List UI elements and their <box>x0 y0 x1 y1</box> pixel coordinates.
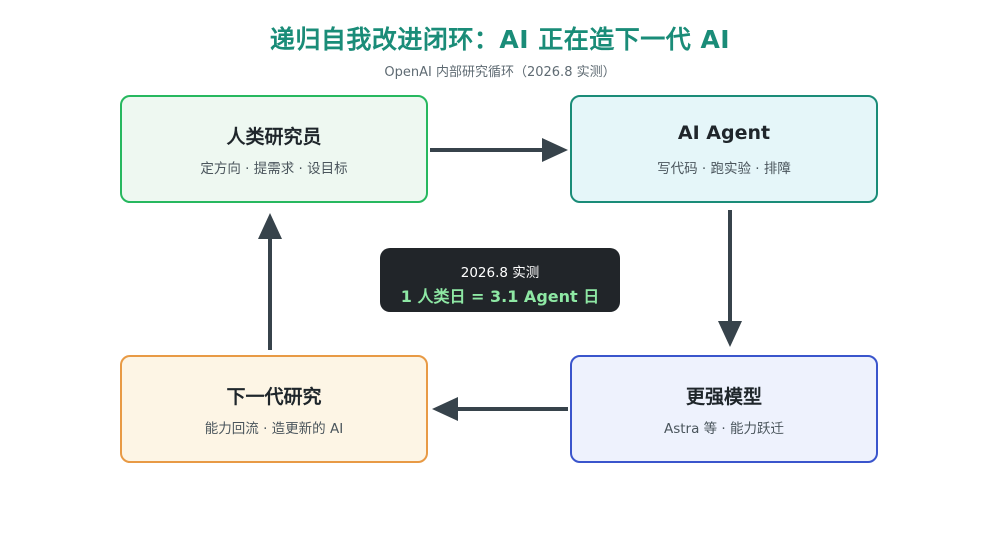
arrow-model-to-next <box>432 397 568 421</box>
node-next-gen-research: 下一代研究 能力回流 · 造更新的 AI <box>120 355 428 463</box>
node-stronger-model: 更强模型 Astra 等 · 能力跃迁 <box>570 355 878 463</box>
diagram-subtitle: OpenAI 内部研究循环（2026.8 实测） <box>384 65 616 80</box>
node-human-researchers: 人类研究员 定方向 · 提需求 · 设目标 <box>120 95 428 203</box>
node-subtitle: 能力回流 · 造更新的 AI <box>204 421 344 437</box>
node-ai-agent: AI Agent 写代码 · 跑实验 · 排障 <box>570 95 878 203</box>
badge-caption: 2026.8 实测 <box>460 265 540 281</box>
node-subtitle: 写代码 · 跑实验 · 排障 <box>657 161 791 177</box>
diagram-title: 递归自我改进闭环：AI 正在造下一代 AI <box>269 25 731 54</box>
node-title: 更强模型 <box>685 386 762 408</box>
node-title: 人类研究员 <box>226 126 322 148</box>
node-title: AI Agent <box>677 122 771 144</box>
node-title: 下一代研究 <box>226 386 322 408</box>
arrow-agent-to-model <box>718 210 742 347</box>
arrow-next-to-humans <box>258 213 282 350</box>
badge-ratio: 1 人类日 = 3.1 Agent 日 <box>400 287 600 306</box>
node-subtitle: 定方向 · 提需求 · 设目标 <box>200 161 348 177</box>
node-subtitle: Astra 等 · 能力跃迁 <box>663 421 785 437</box>
arrow-humans-to-agent <box>430 138 568 162</box>
measurement-badge: 2026.8 实测 1 人类日 = 3.1 Agent 日 <box>380 248 620 312</box>
